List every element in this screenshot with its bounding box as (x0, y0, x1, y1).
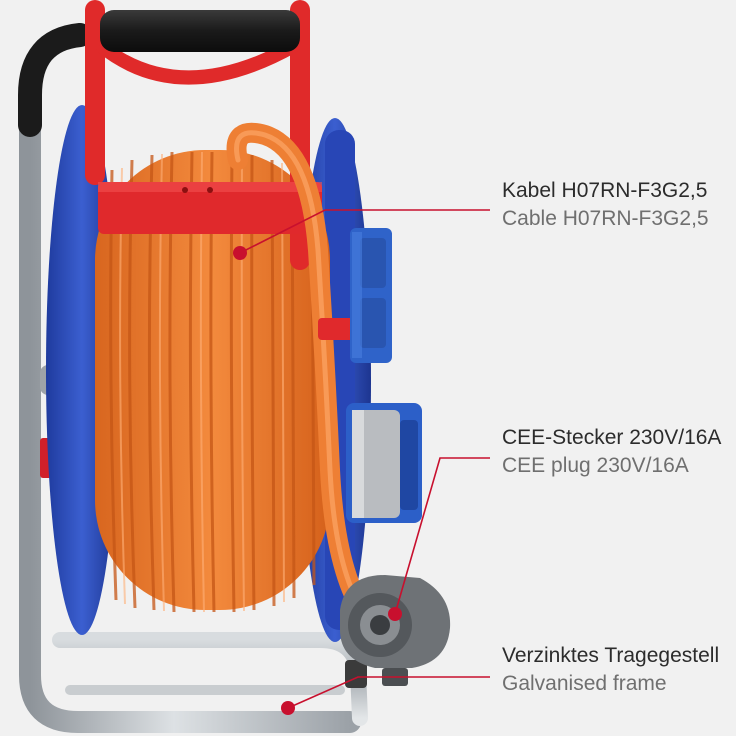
frame-left-tube (19, 99, 361, 733)
callout-line-cable (239, 209, 490, 254)
handle-black-grip (100, 10, 300, 52)
callout-dot-frame (281, 701, 295, 715)
callout-cable-en: Cable H07RN-F3G2,5 (502, 207, 709, 230)
callout-frame-de: Verzinktes Tragegestell (502, 644, 720, 667)
callout-lines (239, 209, 490, 709)
socket-upper (350, 228, 392, 363)
cable-clip (318, 318, 360, 340)
callout-dot-cable (233, 246, 247, 260)
callout-plug-de: CEE-Stecker 230V/16A (502, 426, 722, 449)
frame-top-grip (18, 23, 92, 137)
callout-frame-en: Galvanised frame (502, 672, 667, 695)
callout-line-frame (287, 676, 490, 709)
frame-base-bar (52, 632, 368, 726)
red-handle-frame (85, 0, 322, 270)
callout-line-plug (394, 457, 490, 615)
socket-cee (346, 403, 422, 523)
callout-frame: Verzinktes Tragegestell Galvanised frame (502, 645, 719, 694)
callout-cable: Kabel H07RN-F3G2,5 Cable H07RN-F3G2,5 (502, 180, 709, 229)
callout-plug-en: CEE plug 230V/16A (502, 454, 689, 477)
cable-lead (226, 122, 375, 625)
red-crossbar (98, 182, 322, 234)
callout-dots (233, 246, 402, 715)
callout-plug: CEE-Stecker 230V/16A CEE plug 230V/16A (502, 427, 721, 476)
callout-cable-de: Kabel H07RN-F3G2,5 (502, 179, 708, 202)
callout-dot-plug (388, 607, 402, 621)
handle-crossbar-shape (95, 38, 299, 85)
